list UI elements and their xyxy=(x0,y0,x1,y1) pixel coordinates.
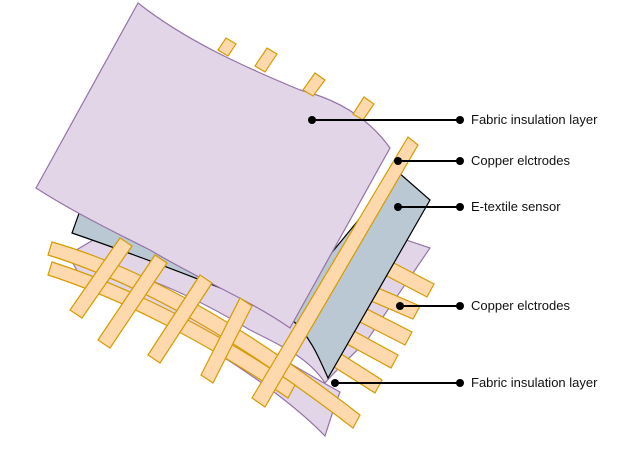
leader-dot xyxy=(396,302,404,310)
label-sensor: E-textile sensor xyxy=(471,199,561,214)
leader-dot xyxy=(331,379,339,387)
bottom-electrodes xyxy=(47,241,435,429)
leader-dot xyxy=(394,157,402,165)
label-top-insulation: Fabric insulation layer xyxy=(471,112,598,127)
top-electrode-tab xyxy=(217,37,237,57)
top-electrode-strip xyxy=(147,274,213,364)
top-electrode-tab xyxy=(302,72,326,97)
top-electrode-tab xyxy=(352,96,375,121)
top-electrode-strip xyxy=(200,297,253,384)
top-electrode-strip xyxy=(69,237,133,319)
label-top-electrodes: Copper elctrodes xyxy=(471,153,570,168)
top-electrode-tab xyxy=(254,47,278,73)
label-bottom-electrodes: Copper elctrodes xyxy=(471,298,570,313)
leader-dot xyxy=(456,302,464,310)
callouts xyxy=(308,116,464,387)
leader-dot xyxy=(394,203,402,211)
leader-dot xyxy=(456,379,464,387)
leader-dot xyxy=(456,157,464,165)
top-electrodes xyxy=(69,37,419,408)
leader-dot xyxy=(308,116,316,124)
top-electrode-strip xyxy=(97,254,168,349)
top-electrode-strip xyxy=(251,136,419,408)
top-insulation-layer xyxy=(35,2,391,329)
leader-dot xyxy=(456,203,464,211)
leader-dot xyxy=(456,116,464,124)
label-bottom-insulation: Fabric insulation layer xyxy=(471,375,598,390)
